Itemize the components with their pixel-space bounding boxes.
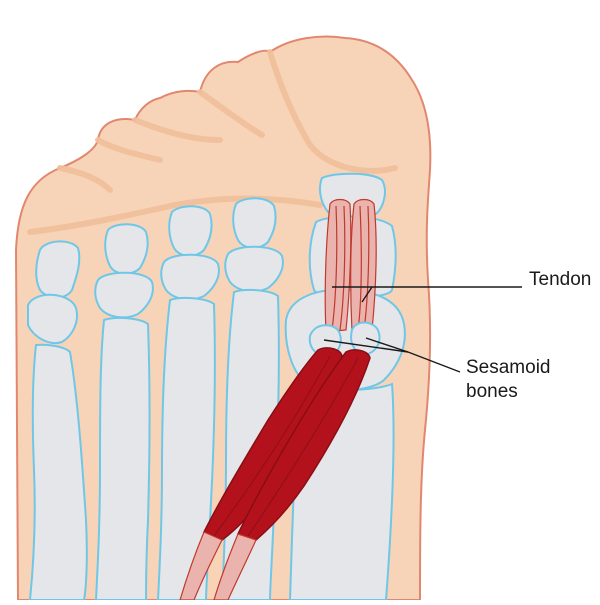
toe-crease-3	[132, 117, 223, 143]
third-metatarsal	[156, 296, 216, 601]
third-toe-phalanx-distal	[168, 205, 213, 257]
fifth-metatarsal	[28, 343, 88, 601]
muscle-fibre-1	[213, 355, 331, 537]
ball-crease	[27, 195, 323, 235]
tendon-medial	[324, 198, 352, 333]
tendon-fibre-1	[331, 205, 338, 331]
tendon-fibre-3	[357, 205, 362, 331]
sesamoid-bones-label: Sesamoid bones	[466, 356, 551, 404]
muscle-lateral	[236, 349, 371, 541]
second-toe-phalanx-distal	[232, 197, 277, 249]
fifth-metatarsal-head	[27, 293, 78, 344]
toe-crease-1	[57, 165, 113, 193]
fourth-toe-phalanx-proximal	[94, 271, 154, 319]
toe-crease-4	[197, 89, 265, 138]
third-toe-phalanx-proximal	[160, 253, 220, 301]
fourth-metatarsal	[94, 316, 151, 601]
sesamoid-leader-line-1	[323, 339, 409, 353]
toe-crease-5	[267, 49, 398, 174]
tendon-lateral	[350, 198, 377, 333]
second-toe-phalanx-proximal	[224, 245, 284, 293]
leader-lines	[323, 286, 522, 373]
sesamoid-label-line-1: Sesamoid	[466, 357, 551, 378]
tendon-fibre-4	[363, 205, 370, 331]
tendon-fibre-2	[339, 205, 346, 331]
sesamoid-leader-line-2	[365, 337, 409, 353]
fifth-toe-phalanx	[35, 240, 81, 299]
sesamoid-leader-line-3	[407, 351, 461, 373]
fourth-toe-phalanx-distal	[104, 223, 149, 275]
tendon-leader-branch	[361, 286, 373, 303]
tendons	[324, 198, 377, 333]
toe-crease-2	[95, 137, 163, 163]
sesamoid-label-line-2: bones	[466, 381, 518, 402]
tendon-label: Tendon	[529, 269, 592, 290]
muscle-fibre-2	[247, 357, 359, 537]
